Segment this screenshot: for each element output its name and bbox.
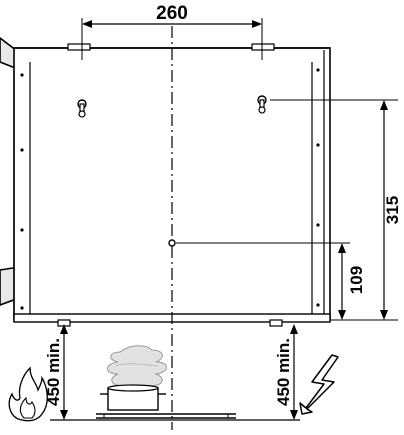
dimension-height-label: 315 (383, 196, 402, 224)
dimension-width-top (81, 18, 263, 60)
mounting-tabs (67, 43, 275, 51)
dimension-hole-label: 109 (347, 266, 366, 294)
keyhole-right (257, 95, 267, 114)
clearance-left-label: 450 min. (44, 338, 63, 406)
keyhole-left (77, 99, 87, 118)
flame-hazard-icon (8, 366, 48, 422)
electric-hazard-icon (299, 354, 339, 415)
clearance-right-label: 450 min. (274, 338, 293, 406)
dimension-hole-height (176, 242, 350, 320)
dimension-width-label: 260 (156, 3, 188, 24)
center-hole (168, 239, 176, 247)
dimension-clearance-right (290, 324, 298, 420)
dimension-clearance-left (50, 324, 300, 421)
hob-plate (96, 413, 236, 419)
dimension-height-right (270, 99, 398, 321)
steaming-pot-icon (100, 345, 167, 411)
